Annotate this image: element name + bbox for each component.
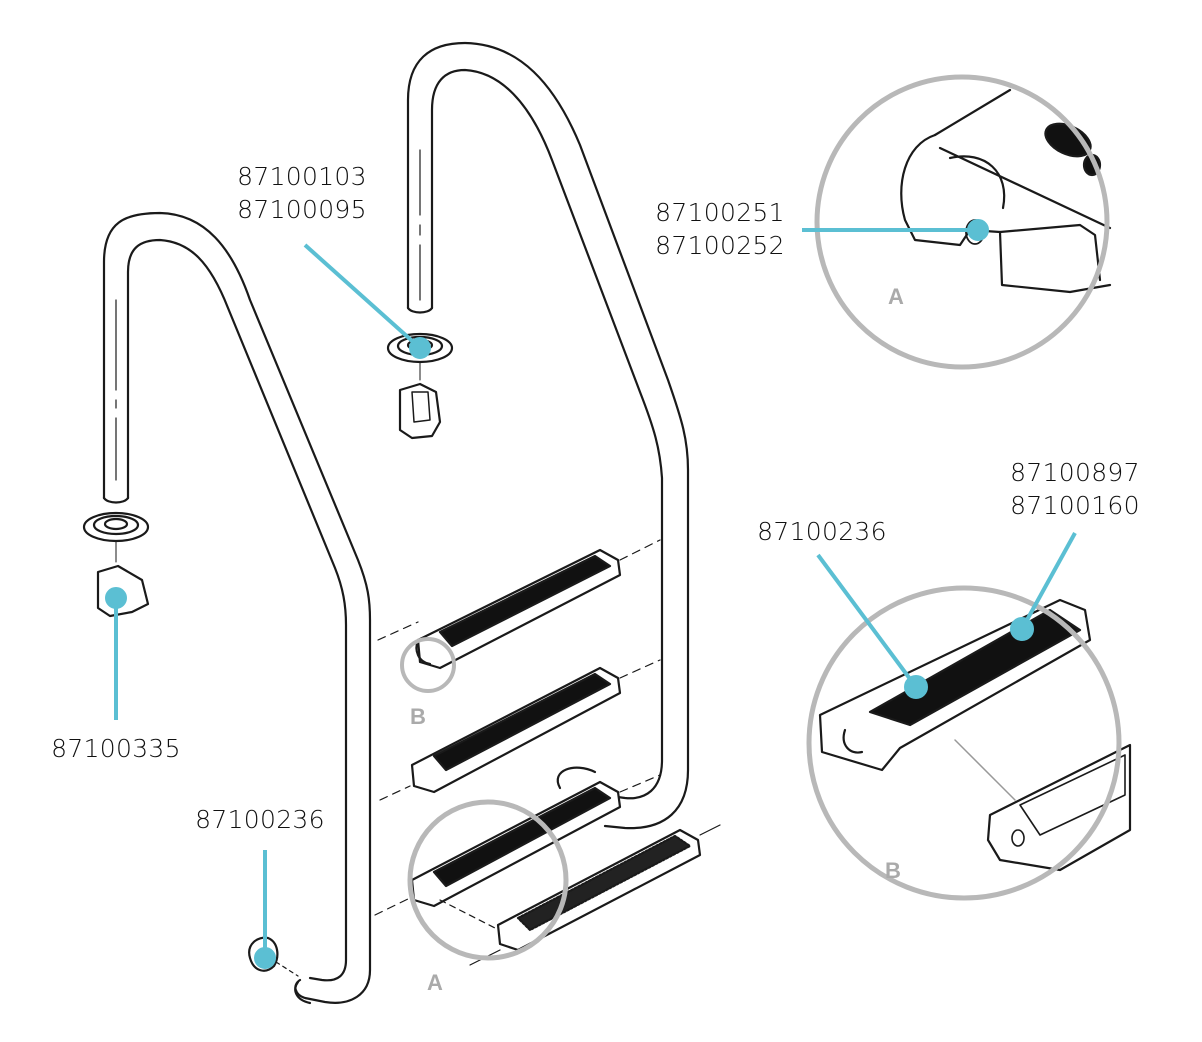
part-number: 87100160 [1010, 491, 1140, 520]
part-number: 87100335 [51, 734, 181, 763]
leader-dot-anchor-clip [105, 587, 127, 609]
detail-b-marker-circle [400, 637, 456, 693]
leader-dot-end-cap [254, 947, 276, 969]
leader-step-insert [1020, 532, 1077, 630]
detail-b-letter: B [885, 858, 901, 883]
left-handrail [102, 211, 372, 1005]
part-number: 87100252 [655, 231, 785, 260]
detail-a-marker-circle [407, 799, 569, 961]
detail-b-marker-letter: B [410, 704, 426, 729]
callout-label-end-cap: 87100236 [180, 803, 340, 836]
detail-circles [400, 74, 1122, 961]
detail-a-circle [814, 74, 1110, 370]
step-1 [415, 539, 661, 670]
leader-dot-step-insert [1010, 617, 1034, 641]
escutcheon-left [82, 511, 150, 618]
part-number: 87100103 [237, 162, 367, 191]
leader-dot-escutcheon [409, 337, 431, 359]
detail-a-letter: A [888, 284, 904, 309]
part-number: 87100236 [195, 805, 325, 834]
part-number: 87100236 [757, 517, 887, 546]
detail-b-circle [806, 585, 1122, 901]
callout-label-step-insert: 87100897 87100160 [995, 456, 1155, 522]
right-handrail [406, 41, 690, 830]
leader-escutcheon [303, 243, 422, 350]
part-number: 87100251 [655, 198, 785, 227]
callout-label-anchor-clip: 87100335 [36, 732, 196, 765]
detail-a-marker-letter: A [427, 970, 443, 995]
step-2 [379, 659, 661, 801]
part-number: 87100095 [237, 195, 367, 224]
callout-label-escutcheon: 87100103 87100095 [222, 160, 382, 226]
leader-step-tread [816, 553, 918, 689]
end-cap [248, 936, 299, 977]
leader-dot-step-tread [904, 675, 928, 699]
callout-leaders [105, 219, 1077, 969]
callout-label-step-tread: 87100236 [742, 515, 902, 548]
detail-a-drawing [900, 88, 1112, 294]
leader-dot-step-bolt [967, 219, 989, 241]
callout-label-step-bolt: 87100251 87100252 [640, 196, 800, 262]
part-number: 87100897 [1010, 458, 1140, 487]
